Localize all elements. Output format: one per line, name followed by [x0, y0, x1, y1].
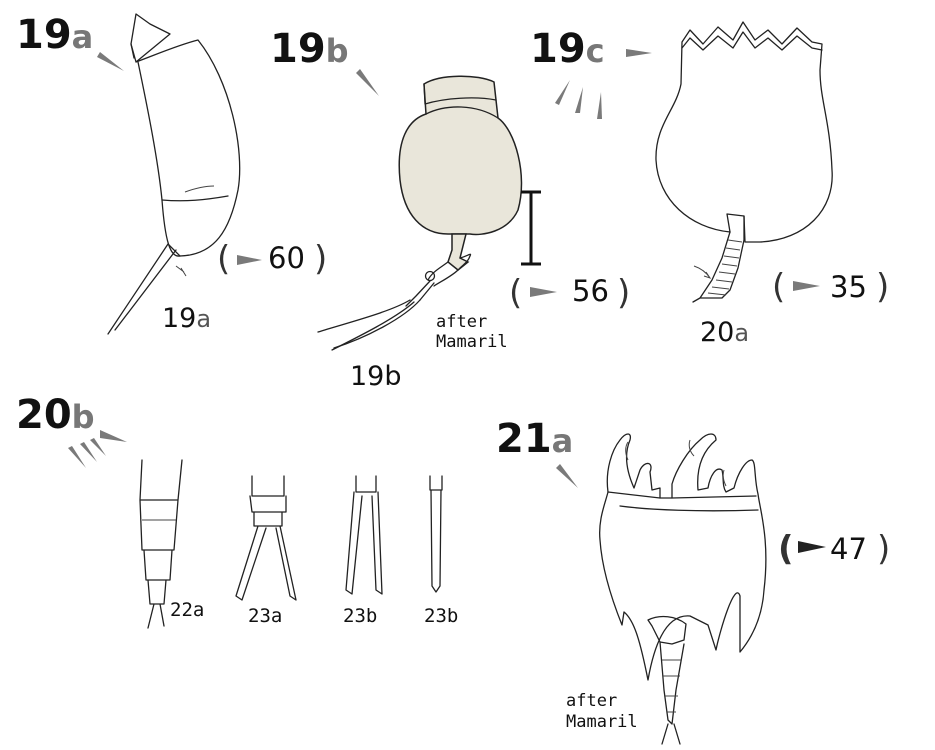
- figure-19b: 19b ( 56 ) after Mamaril 19b: [270, 26, 630, 392]
- figure-19b-caption: 19b: [350, 361, 402, 392]
- svg-text:56: 56: [572, 274, 609, 308]
- figure-21a: 21a ( 47 ) after Mamaril: [496, 416, 890, 745]
- lorica-19b: [398, 75, 523, 236]
- figure-19a: 19a ( 60 ) 19a: [16, 12, 327, 335]
- credit-19b-line1: after: [436, 312, 487, 332]
- svg-text:22a: 22a: [170, 599, 204, 621]
- svg-text:(: (: [217, 239, 230, 279]
- pointer-wedge: [100, 430, 127, 442]
- svg-text:): ): [877, 529, 890, 569]
- svg-text:60: 60: [268, 241, 305, 275]
- pointer-wedge: [626, 49, 652, 57]
- figure-19c: 19c ( 35 ) 20a: [530, 21, 889, 348]
- figure-19a-caption: 19a: [162, 303, 211, 334]
- svg-text:23b: 23b: [424, 605, 458, 627]
- svg-text:(: (: [509, 273, 522, 313]
- reference-60: ( 60 ): [217, 239, 327, 279]
- figure-20a-caption: 20a: [700, 317, 749, 348]
- lorica-20a: [655, 21, 833, 243]
- lorica-21a: [598, 433, 767, 681]
- reference-35: ( 35 ): [772, 267, 889, 307]
- pointer-wedge: [356, 69, 379, 96]
- svg-text:): ): [617, 273, 630, 313]
- svg-text:47: 47: [830, 532, 867, 566]
- reference-47: ( 47 ): [778, 529, 890, 569]
- svg-text:): ): [314, 239, 327, 279]
- svg-text:23b: 23b: [343, 605, 377, 627]
- foot-19b: [447, 233, 470, 271]
- svg-text:23a: 23a: [248, 605, 282, 627]
- lorica-19a: [130, 13, 241, 257]
- svg-text:35: 35: [830, 270, 867, 304]
- pointer-wedge: [97, 52, 124, 71]
- foot-22a: 22a: [139, 459, 204, 629]
- figure-19c-title: 19c: [530, 26, 605, 72]
- reference-56: ( 56 ): [509, 273, 630, 313]
- figure-19a-title: 19a: [16, 12, 93, 58]
- svg-text:): ): [876, 267, 889, 307]
- credit-21a-line2: Mamaril: [566, 712, 638, 732]
- figure-20b-title: 20b: [16, 392, 95, 438]
- posterior-spine-19a: [107, 243, 181, 335]
- credit-21a-line1: after: [566, 691, 617, 711]
- credit-19b-line2: Mamaril: [436, 332, 508, 352]
- foot-23b-second: 23b: [424, 475, 458, 627]
- figure-21a-title: 21a: [496, 416, 573, 462]
- foot-23a: 23a: [235, 475, 297, 627]
- figure-20b: 20b 22a 23a 23b 23b: [16, 392, 458, 629]
- svg-text:(: (: [772, 267, 785, 307]
- pointer-wedge: [556, 464, 578, 488]
- foot-23b-first: 23b: [343, 475, 383, 627]
- svg-text:(: (: [778, 529, 794, 569]
- toe-19b: [317, 299, 411, 333]
- foot-20a: [692, 215, 745, 303]
- foot-21a: [659, 641, 685, 725]
- figure-19b-title: 19b: [270, 26, 349, 72]
